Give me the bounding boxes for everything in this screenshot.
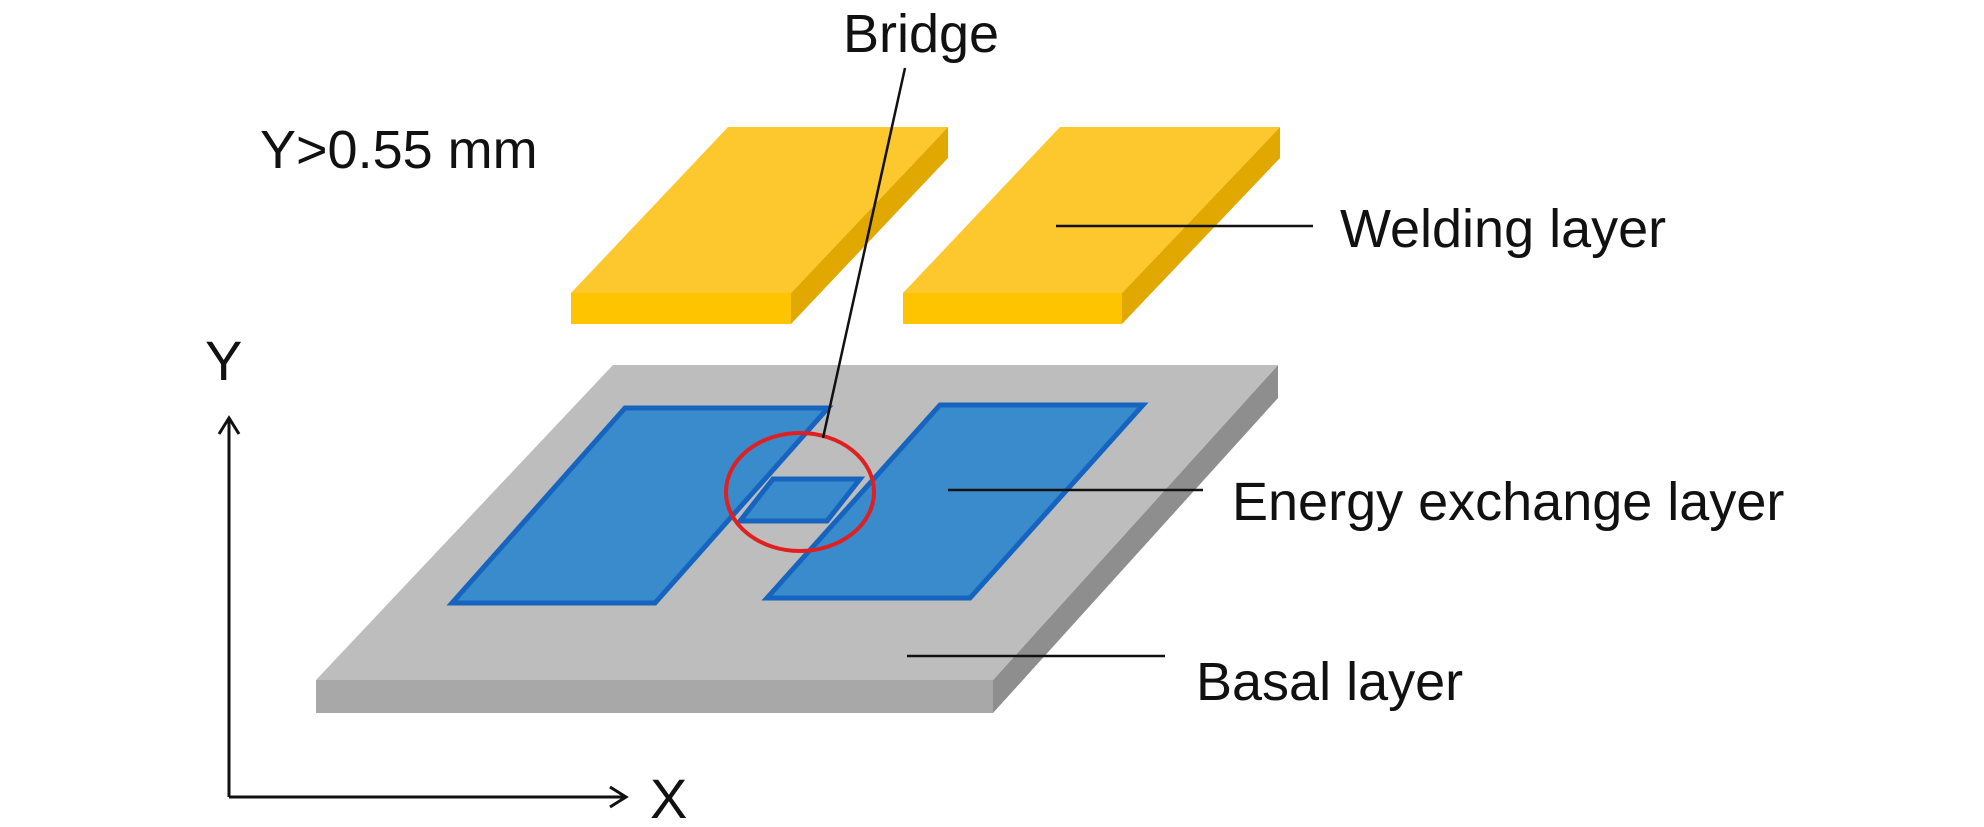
basal-layer-front <box>316 680 993 713</box>
welding-layer-label: Welding layer <box>1340 199 1666 259</box>
bridge-label: Bridge <box>843 4 999 64</box>
x-axis-label: X <box>650 767 687 827</box>
energy-bridge <box>734 476 866 524</box>
energy-exchange-layer-label: Energy exchange layer <box>1232 472 1784 532</box>
condition-label: Y>0.55 mm <box>260 120 538 180</box>
energy-pad-left <box>446 405 834 606</box>
x-axis-arrowhead <box>609 785 629 809</box>
energy-pad-right <box>761 402 1149 601</box>
basal-layer-label: Basal layer <box>1196 652 1463 712</box>
axes <box>217 415 629 809</box>
y-axis-arrowhead <box>217 415 241 435</box>
welding-pad-right-front <box>903 293 1122 324</box>
welding-pad-left-front <box>571 293 791 324</box>
welding-pad-right-top <box>903 127 1280 293</box>
welding-pad-left <box>571 127 948 324</box>
bridge-highlight-ring <box>724 431 876 553</box>
bridge-leader-line <box>821 67 907 439</box>
y-axis-label: Y <box>205 329 242 392</box>
basal-layer-side <box>993 365 1278 713</box>
welding-pad-left-top <box>571 127 948 293</box>
energy-exchange-layer <box>446 402 1149 606</box>
